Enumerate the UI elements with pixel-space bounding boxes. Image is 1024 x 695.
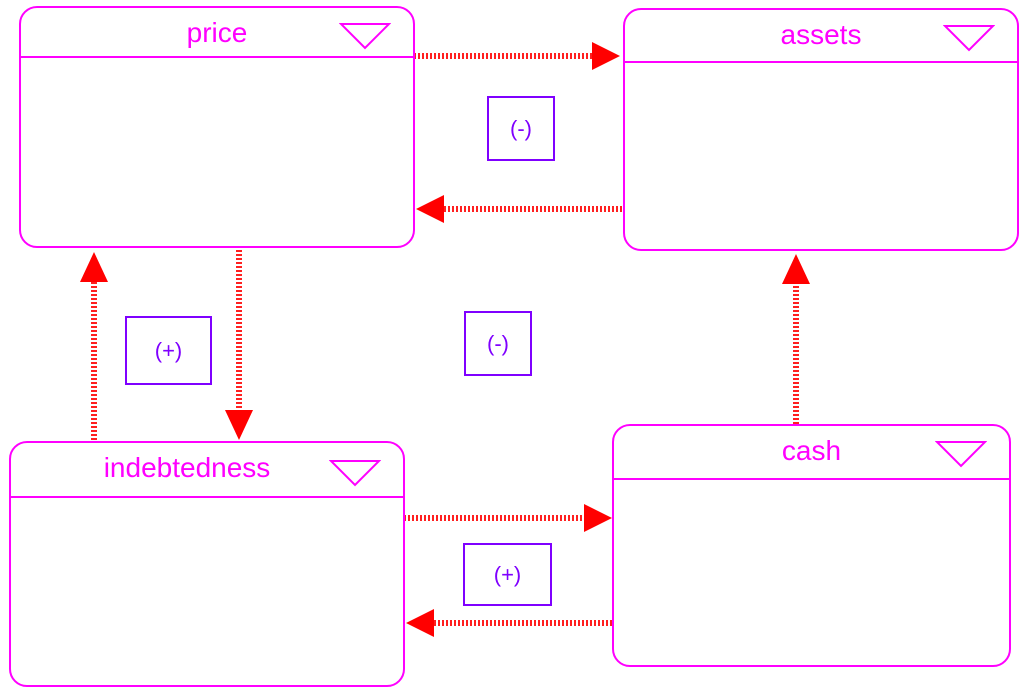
node-header: price (21, 8, 413, 58)
node-title: cash (781, 435, 842, 466)
triangle-down-icon[interactable] (935, 440, 987, 468)
node-title: price (186, 17, 248, 48)
node-assets[interactable]: assets (623, 8, 1019, 251)
badge-price-indebtedness: (+) (125, 316, 212, 385)
node-cash[interactable]: cash (612, 424, 1011, 667)
edge-price-to-assets (414, 42, 620, 70)
node-price[interactable]: price (19, 6, 415, 248)
node-title: assets (780, 19, 862, 50)
triangle-down-icon[interactable] (943, 24, 995, 52)
node-body (625, 62, 1017, 249)
node-body (11, 495, 403, 685)
node-title: indebtedness (103, 452, 271, 483)
badge-center: (-) (464, 311, 532, 376)
edge-indebtedness-to-price (80, 252, 108, 440)
node-indebtedness[interactable]: indebtedness (9, 441, 405, 687)
edge-cash-to-assets (782, 254, 810, 424)
edge-cash-to-indebtedness (406, 609, 612, 637)
edge-assets-to-price (416, 195, 622, 223)
node-header: cash (614, 426, 1009, 480)
triangle-down-icon[interactable] (339, 22, 391, 50)
edge-price-to-indebtedness (225, 250, 253, 440)
badge-price-assets: (-) (487, 96, 555, 161)
badge-indebtedness-cash: (+) (463, 543, 552, 606)
node-header: indebtedness (11, 443, 403, 498)
node-body (21, 60, 413, 246)
triangle-down-icon[interactable] (329, 459, 381, 487)
node-header: assets (625, 10, 1017, 63)
node-body (614, 478, 1009, 665)
edge-indebtedness-to-cash (404, 504, 612, 532)
